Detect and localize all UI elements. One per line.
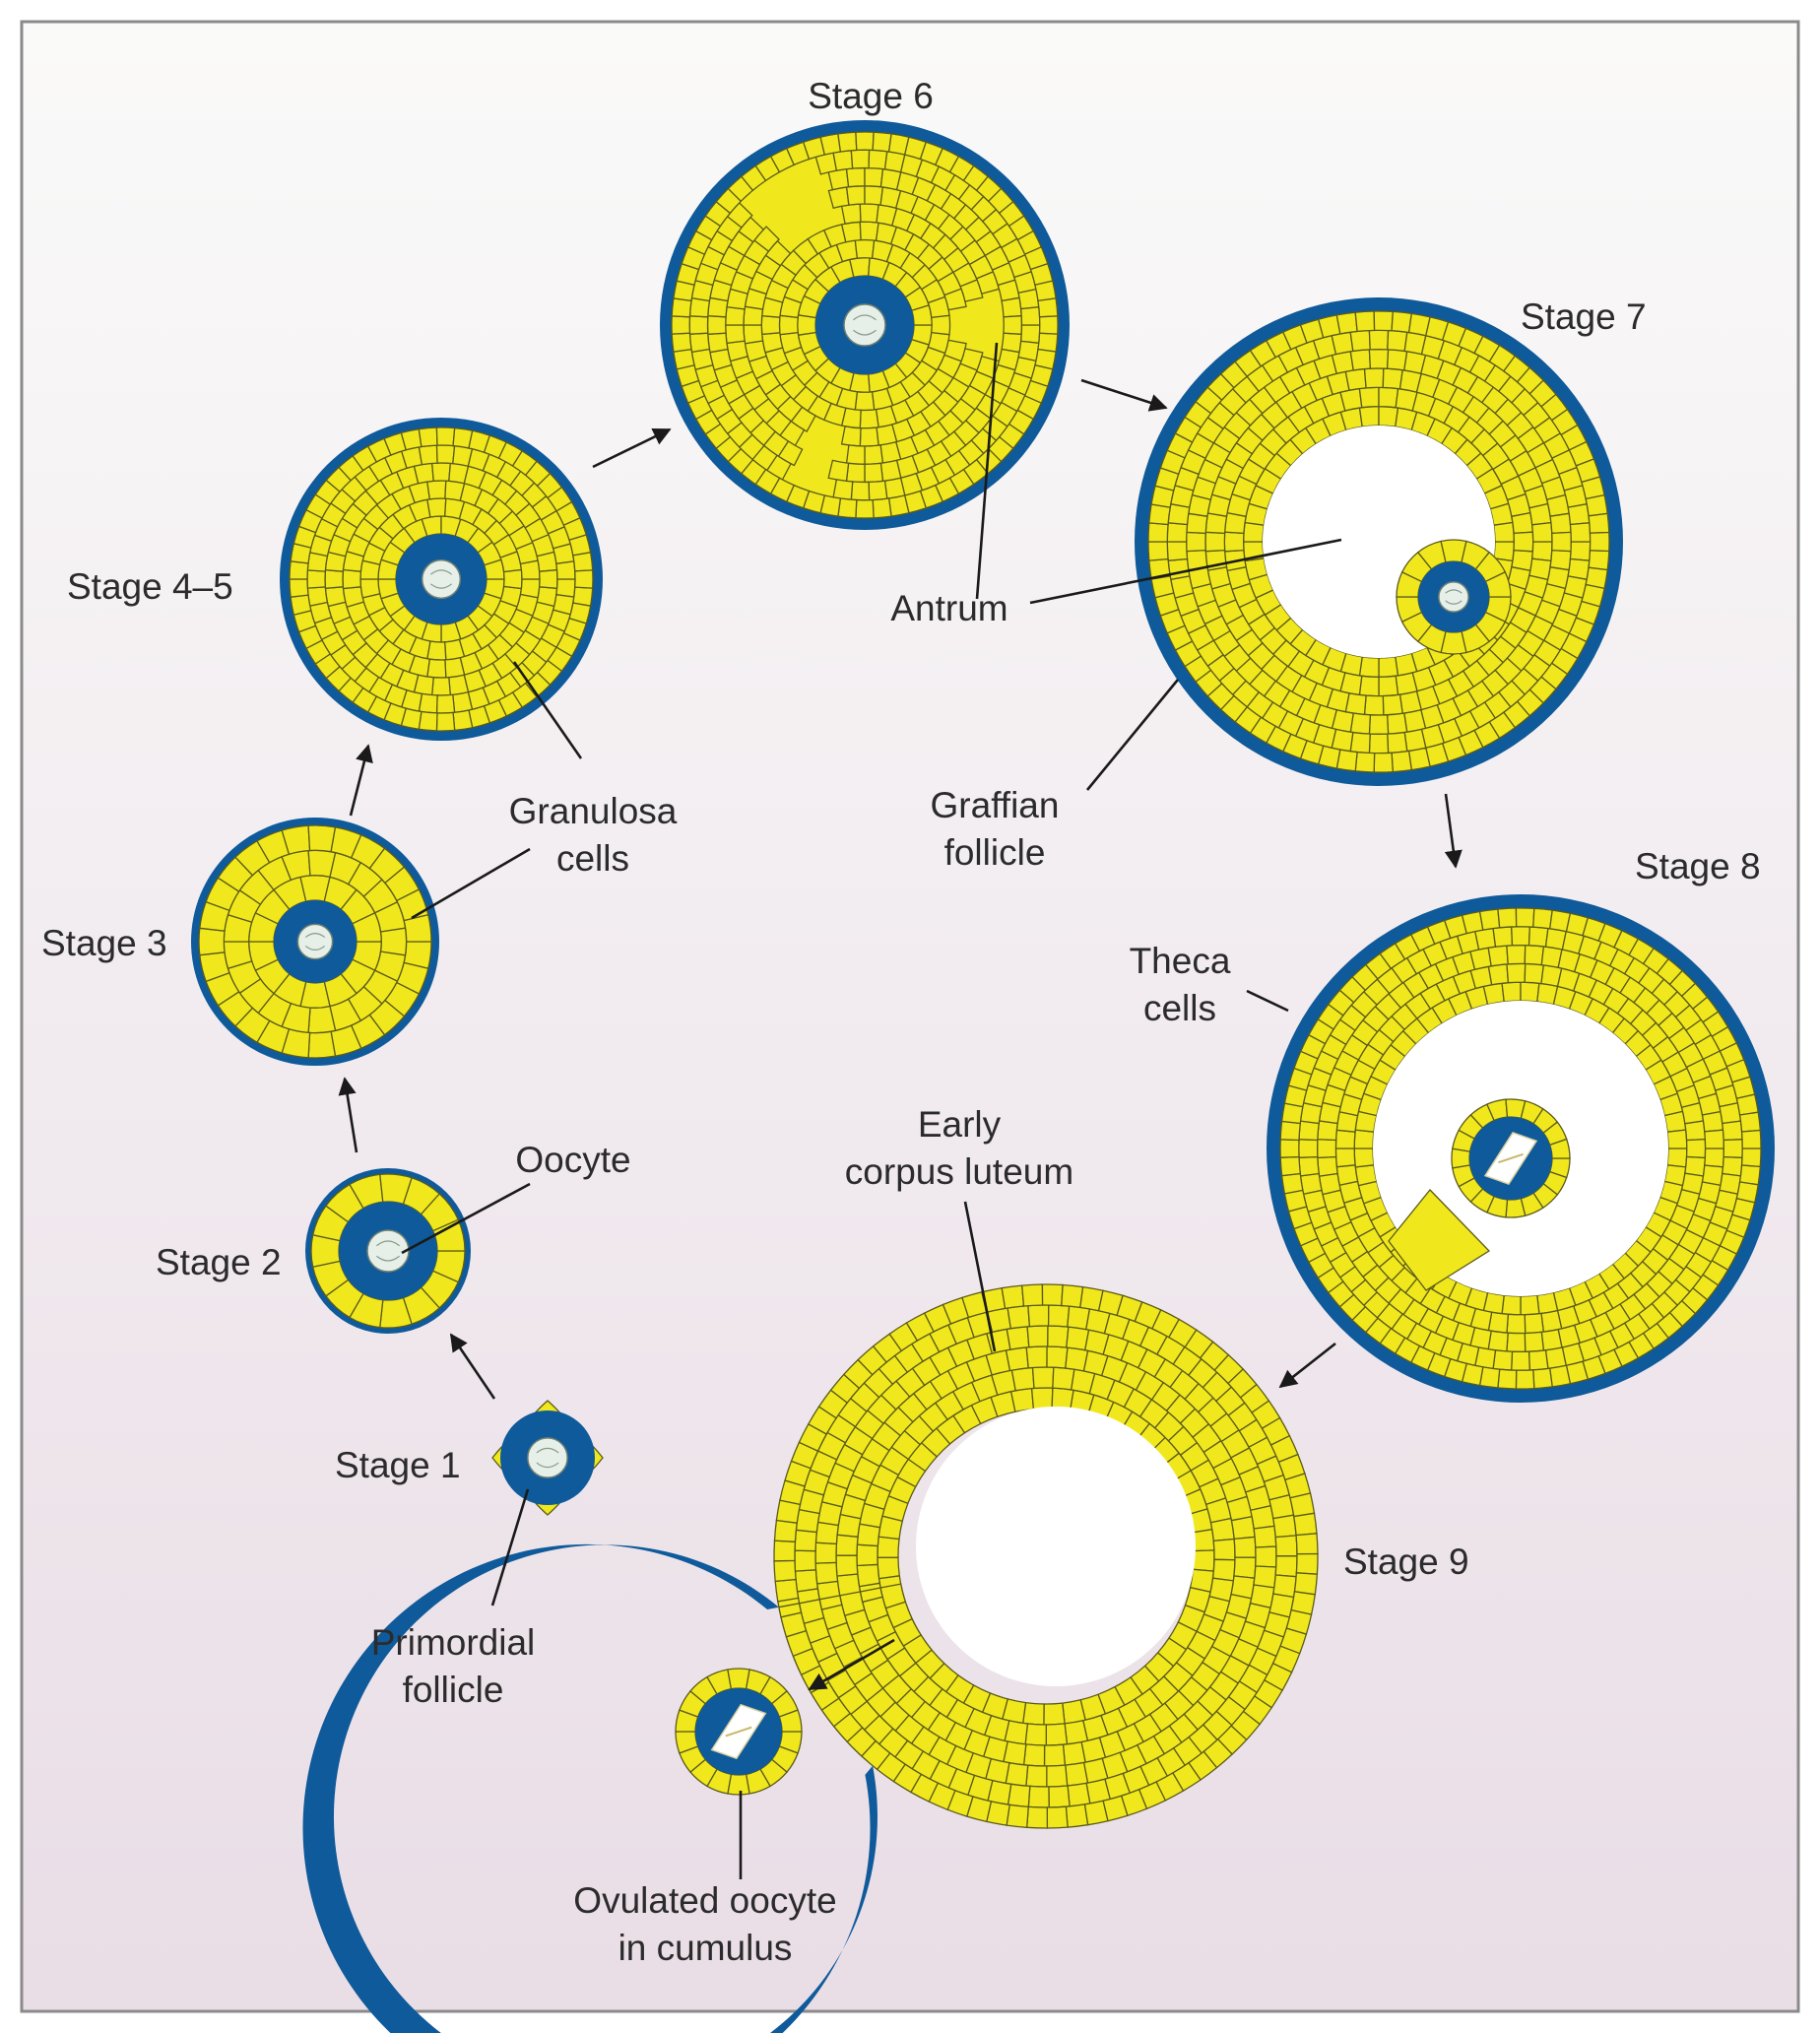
arrow-icon — [338, 1077, 358, 1153]
label-stage-9: Stage 9 — [1343, 1541, 1469, 1582]
arrow-icon — [449, 1333, 496, 1400]
granulosa-leader-a — [411, 847, 531, 920]
graffian-leader — [1085, 679, 1180, 791]
label-granulosa-line2: cells — [556, 838, 629, 879]
label-oocyte: Oocyte — [515, 1140, 630, 1180]
labels: Stage 1 Stage 2 Stage 3 Stage 4–5 Stage … — [41, 76, 1761, 1968]
label-stage-3: Stage 3 — [41, 923, 167, 963]
primordial-leader — [490, 1488, 530, 1607]
label-stage-1: Stage 1 — [335, 1445, 461, 1485]
label-stage-4-5: Stage 4–5 — [67, 566, 233, 607]
follicle-stage-6 — [660, 120, 1070, 530]
label-ovulated-line2: in cumulus — [618, 1928, 793, 1968]
label-stage-7: Stage 7 — [1521, 296, 1647, 337]
label-ovulated-line1: Ovulated oocyte — [573, 1880, 836, 1921]
ovulated-oocyte — [675, 1668, 803, 1796]
label-theca-line1: Theca — [1130, 941, 1231, 981]
label-primordial-line2: follicle — [403, 1670, 504, 1710]
label-graffian-line2: follicle — [944, 832, 1046, 873]
arrow-icon — [1278, 1342, 1336, 1389]
arrow-icon — [349, 744, 373, 817]
arrow-icon — [1080, 378, 1168, 412]
granulosa-leader-b — [512, 661, 583, 759]
arrow-icon — [808, 1638, 895, 1691]
label-stage-2: Stage 2 — [156, 1242, 282, 1282]
follicle-stage-8 — [1267, 894, 1775, 1403]
label-graffian-line1: Graffian — [931, 785, 1060, 825]
follicle-stage-7 — [1135, 297, 1623, 786]
arrow-icon — [1444, 793, 1462, 869]
follicle-stage-1 — [491, 1400, 604, 1516]
corpus-luteum-stage-9 — [302, 1283, 1319, 2033]
label-early-corpus-luteum-line1: Early — [918, 1104, 1002, 1145]
progression-arrows — [338, 378, 1462, 1691]
follicle-stage-3 — [191, 818, 439, 1066]
follicle-stage-2 — [305, 1168, 471, 1334]
label-stage-6: Stage 6 — [808, 76, 934, 116]
oocyte-leader — [401, 1182, 531, 1255]
corpus-luteum-leader — [963, 1201, 997, 1352]
leader-lines — [401, 342, 1342, 1879]
theca-leader — [1246, 989, 1289, 1013]
label-antrum: Antrum — [890, 588, 1008, 628]
follicle-stage-4-5 — [280, 418, 603, 741]
label-stage-8: Stage 8 — [1635, 846, 1761, 886]
label-early-corpus-luteum-line2: corpus luteum — [845, 1151, 1073, 1192]
antrum-leader-a — [1029, 538, 1342, 605]
antrum-leader-b — [975, 342, 999, 600]
label-primordial-line1: Primordial — [371, 1622, 536, 1663]
label-granulosa-line1: Granulosa — [509, 791, 678, 831]
label-theca-line2: cells — [1143, 988, 1216, 1028]
arrow-icon — [592, 427, 672, 469]
